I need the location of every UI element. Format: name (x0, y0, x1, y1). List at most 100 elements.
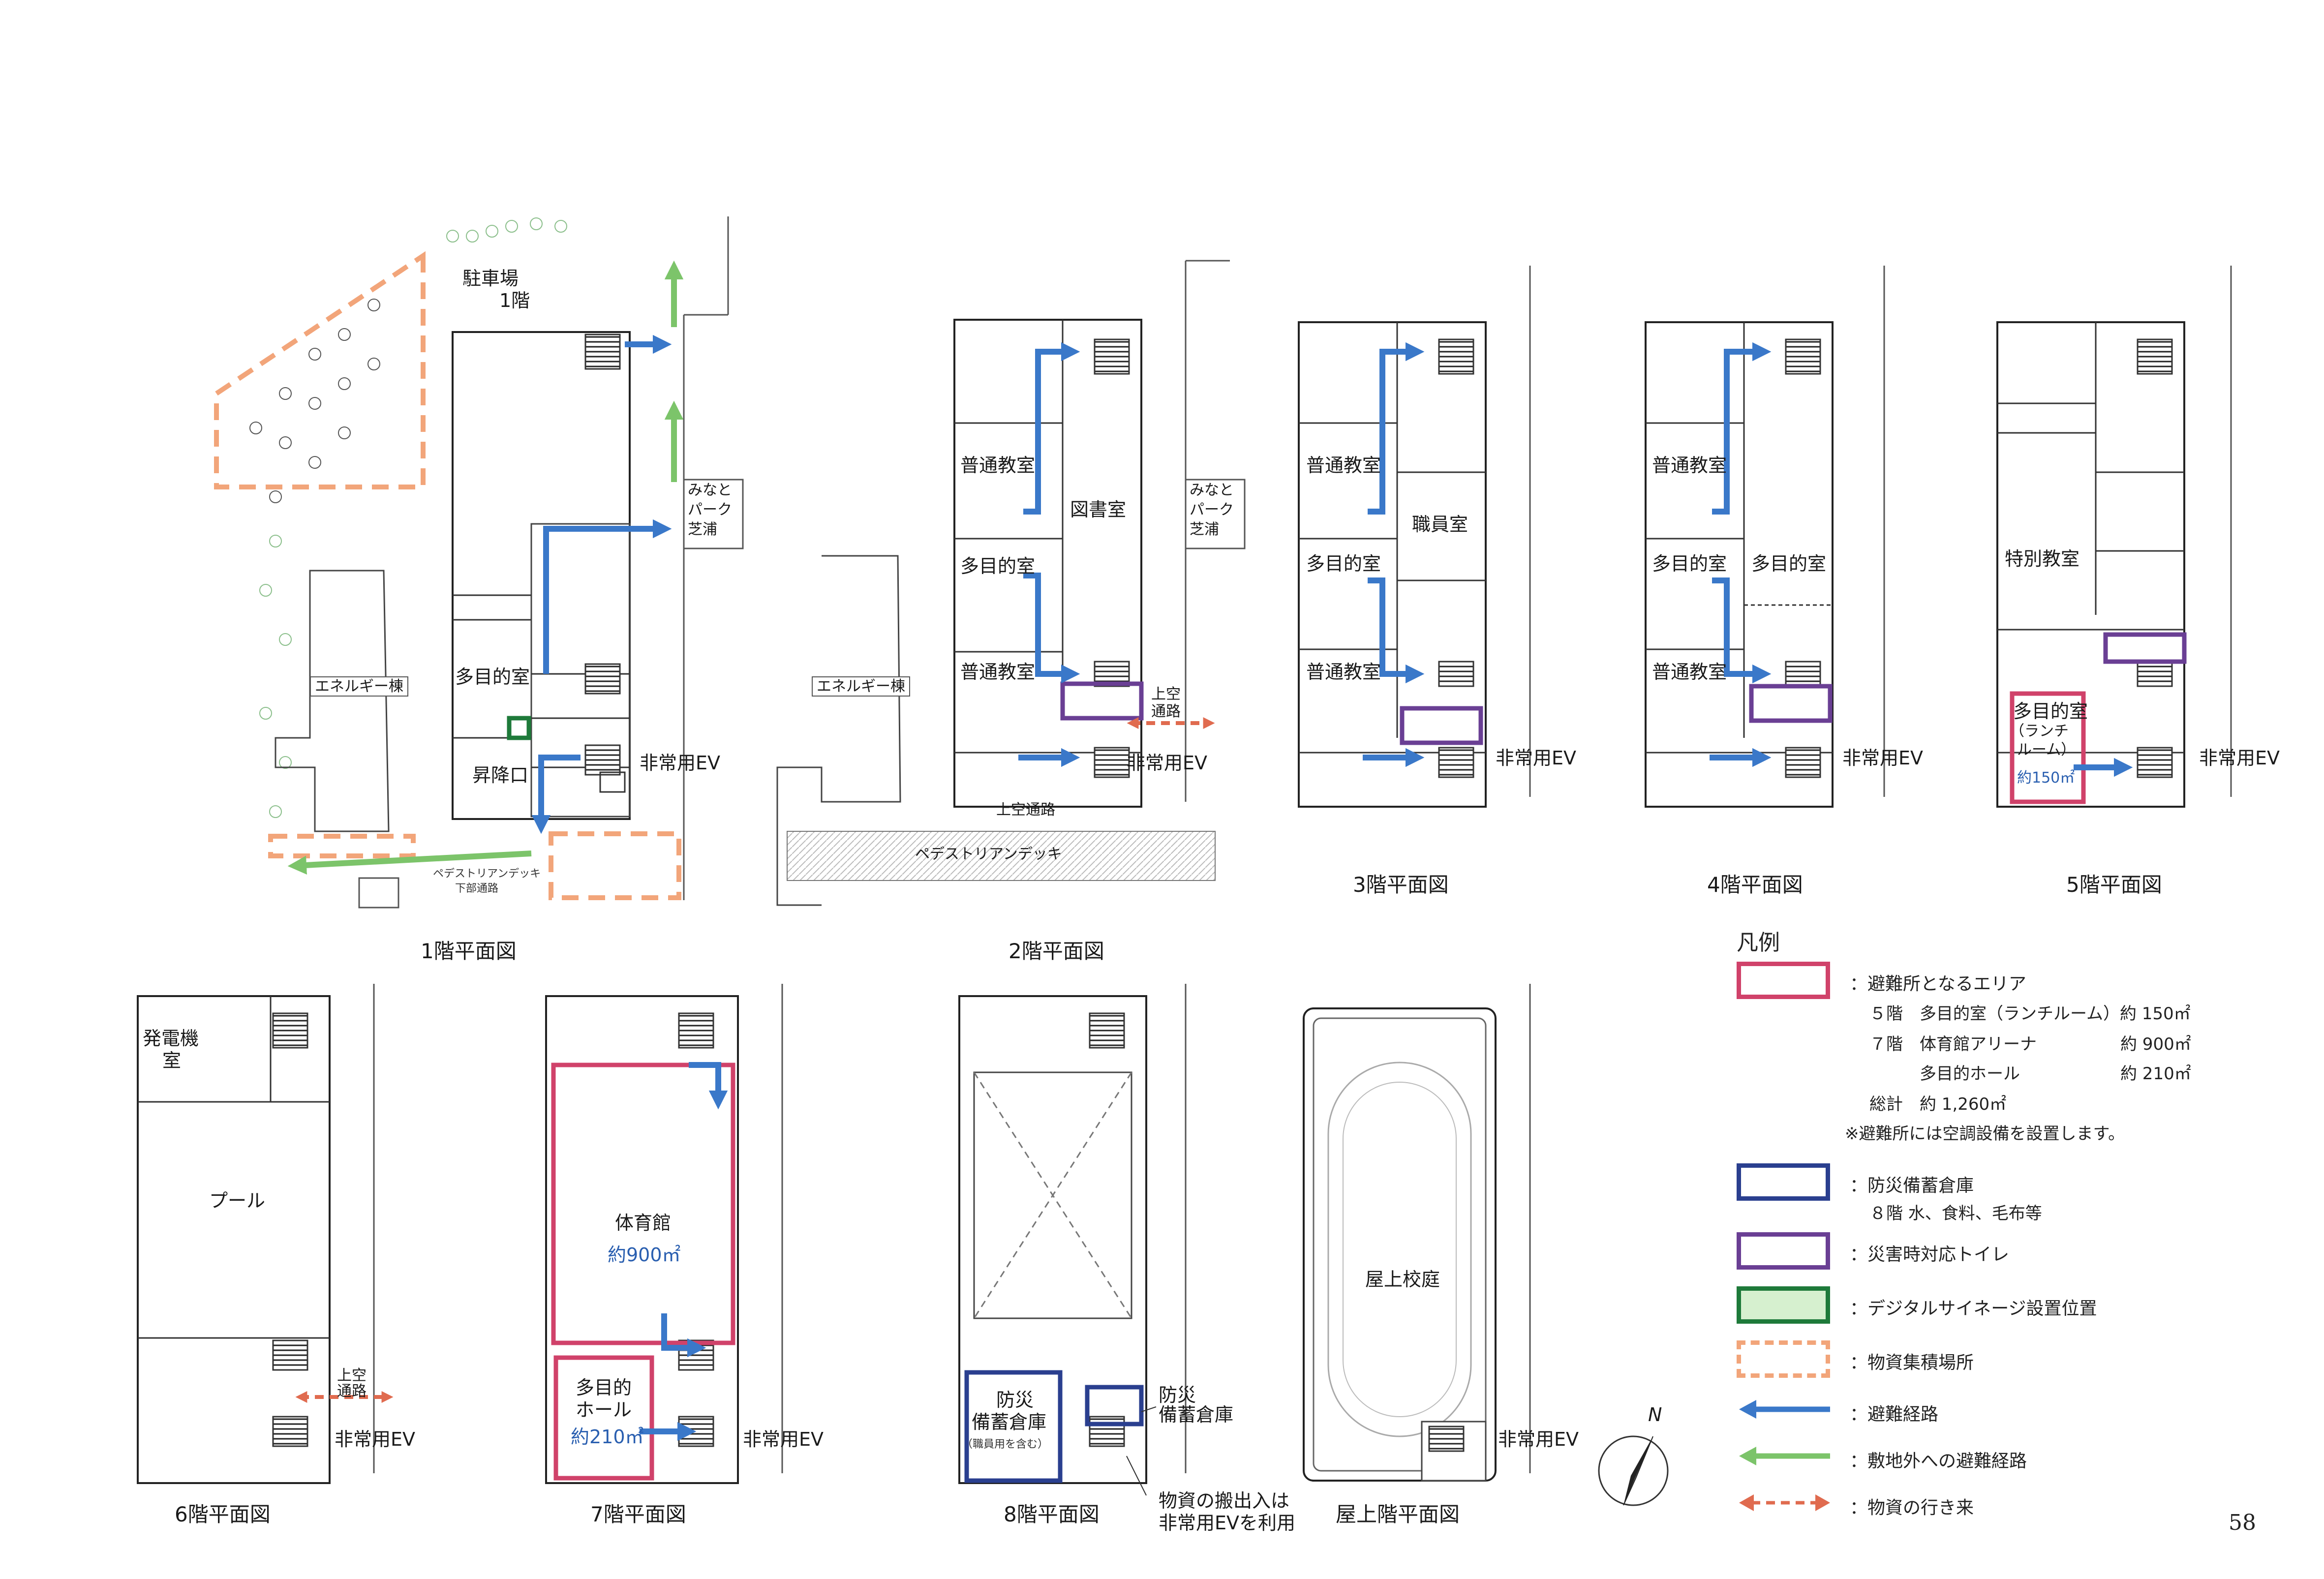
minato-park-2f-3: 芝浦 (1190, 521, 1219, 538)
legend-evac-arrow-icon (1739, 1400, 1830, 1419)
caption-8f: 8階平面図 (1004, 1502, 1100, 1526)
tree-area-1f (259, 217, 567, 818)
overpass-2f-2: 通路 (1151, 703, 1181, 720)
lunch-room-5f-3: ルーム） (2017, 741, 2076, 759)
emergency-ev-4f: 非常用EV (1842, 747, 1924, 769)
caption-4f: 4階平面図 (1707, 873, 1803, 897)
floor-4-plan (1645, 266, 1885, 808)
pool-6f: プール (209, 1190, 266, 1212)
staff-room-3f: 職員室 (1412, 514, 1468, 535)
main-building-4f (1645, 321, 1834, 808)
caption-3f: 3階平面図 (1353, 873, 1449, 897)
floor-2-plan (776, 260, 1246, 906)
shelter-detail-1: ５階 多目的室（ランチルーム）約 150㎡ (1869, 1004, 2191, 1024)
legend-supply-arrow-icon (1739, 1494, 1830, 1511)
shelter-gym-7f (551, 1063, 735, 1345)
special-room-5f: 特別教室 (2005, 548, 2080, 570)
emergency-ev-5f: 非常用EV (2199, 747, 2280, 769)
class-room-3f-1: 普通教室 (1306, 455, 1381, 476)
main-building-5f (1996, 321, 2185, 808)
north-label: N (1648, 1404, 1662, 1426)
floor-6-plan (137, 984, 394, 1484)
floor-5-plan (1996, 266, 2232, 808)
legend-evac-out-text: ：敷地外への避難経路 (1850, 1451, 2027, 1471)
storage-small-8f (1085, 1385, 1144, 1427)
deck-sub-1f: 下部通路 (455, 882, 499, 895)
digital-signage-1f (507, 716, 531, 740)
legend-evac-out-arrow-icon (1739, 1447, 1830, 1465)
storage-8f-2: 備蓄倉庫 (972, 1411, 1047, 1433)
disaster-toilet-4f (1749, 684, 1833, 723)
caption-7f: 7階平面図 (590, 1502, 686, 1526)
main-building-7f (545, 995, 739, 1484)
shelter-hall-7f (553, 1355, 654, 1481)
gym-7f: 体育館 (615, 1212, 672, 1234)
minato-park-1f-3: 芝浦 (688, 521, 717, 538)
gym-7f-area: 約900㎡ (608, 1244, 681, 1266)
overpass-6f-2: 通路 (337, 1383, 367, 1400)
disaster-toilet-2f (1060, 681, 1144, 721)
caption-2f: 2階平面図 (1009, 939, 1104, 963)
generator-room-6f-2: 室 (162, 1050, 182, 1071)
minato-park-1f-1: みなと (688, 482, 732, 499)
entrance-1f: 昇降口 (472, 764, 529, 786)
legend-storage-text: ：防災備蓄倉庫 (1850, 1176, 1974, 1196)
main-building-3f (1298, 321, 1487, 808)
minato-park-1f-2: パーク (688, 501, 732, 518)
generator-room-6f-1: 発電機 (143, 1028, 199, 1049)
overpass-2f-1: 上空 (1151, 686, 1181, 703)
shelter-detail-3: 多目的ホール 約 210㎡ (1869, 1064, 2191, 1084)
page-number: 58 (2229, 1510, 2256, 1535)
overpass-full-2f: 上空通路 (996, 801, 1055, 819)
multipurpose-2f: 多目的室 (960, 555, 1036, 577)
legend-storage-swatch (1737, 1163, 1830, 1201)
legend-title: 凡例 (1737, 930, 1780, 955)
collection-area-south-1 (268, 834, 416, 858)
running-track (1327, 1062, 1472, 1437)
energy-building-2f: エネルギー棟 (812, 676, 910, 697)
deck-2f: ペデストリアンデッキ (915, 846, 1062, 863)
minato-park-2f-1: みなと (1190, 482, 1234, 499)
roof-yard: 屋上校庭 (1365, 1269, 1440, 1290)
main-building-6f (137, 995, 331, 1484)
floor-3-plan (1298, 266, 1531, 808)
collection-area-south-2 (549, 831, 681, 900)
class-room-4f-1: 普通教室 (1652, 455, 1727, 476)
multipurpose-room-1f: 多目的室 (455, 666, 530, 688)
shelter-detail-2: ７階 体育館アリーナ 約 900㎡ (1869, 1034, 2191, 1054)
legend-toilet-text: ：災害時対応トイレ (1850, 1245, 2010, 1265)
emergency-ev-6f: 非常用EV (335, 1428, 416, 1450)
shelter-lunchroom-5f (2010, 691, 2086, 804)
caption-5f: 5階平面図 (2066, 873, 2162, 897)
lunch-room-5f-1: 多目的室 (2013, 700, 2088, 722)
legend-collection-swatch (1737, 1340, 1830, 1378)
emergency-ev-1f: 非常用EV (640, 752, 721, 774)
overpass-6f-1: 上空 (337, 1367, 367, 1384)
main-building-2f (953, 319, 1142, 808)
legend-evac-text: ：避難経路 (1850, 1404, 1939, 1425)
shelter-detail-4: 総計 約 1,260㎡ (1869, 1094, 2007, 1114)
class-room-2f-2: 普通教室 (960, 661, 1036, 683)
multipurpose-4f-2: 多目的室 (1751, 553, 1827, 575)
emergency-ev-roof: 非常用EV (1498, 1428, 1579, 1450)
disaster-toilet-3f (1400, 706, 1483, 745)
shelter-detail-5: ※避難所には空調設備を設置します。 (1845, 1124, 2125, 1144)
library-2f: 図書室 (1070, 499, 1127, 520)
supply-note-8f-1: 物資の搬出入は (1159, 1490, 1290, 1512)
pedestrian-deck-2f (787, 831, 1216, 881)
north-arrow (1598, 1435, 1669, 1506)
floor-7-plan (545, 984, 783, 1484)
legend-collection-text: ：物資集積場所 (1850, 1353, 1974, 1373)
energy-building-outline-1f (275, 570, 390, 832)
energy-building-1f: エネルギー棟 (310, 676, 408, 697)
multipurpose-3f: 多目的室 (1306, 553, 1381, 575)
circles-plaza-1f (249, 299, 380, 503)
legend-shelter-swatch (1737, 962, 1830, 999)
multipurpose-4f-1: 多目的室 (1652, 553, 1727, 575)
supply-note-8f-2: 非常用EVを利用 (1159, 1512, 1296, 1534)
parking-label: 駐車場 (462, 268, 519, 289)
storage-8f-1: 防災 (996, 1389, 1034, 1411)
hall-7f-area: 約210㎡ (571, 1426, 644, 1448)
hall-7f-1: 多目的 (576, 1377, 632, 1398)
collection-area-plaza (214, 251, 426, 489)
